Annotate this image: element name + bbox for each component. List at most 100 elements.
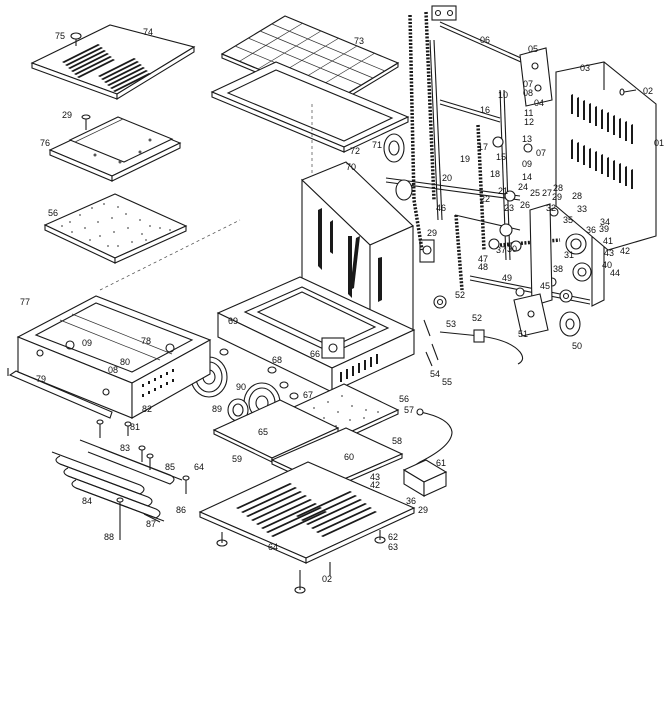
part-label-46: 46 [436,203,446,213]
part-label-50: 50 [572,341,582,351]
part-label-29b: 29 [552,192,562,202]
part-label-51: 51 [518,329,528,339]
part-label-40: 40 [602,260,612,270]
part-label-43b: 43 [370,472,380,482]
small-fittings [219,348,299,400]
insulation-board-56 [43,193,188,264]
heating-element-84 [51,439,183,522]
part-label-08a: 08 [523,88,533,98]
feet-62-63 [216,530,386,594]
part-label-05: 05 [528,44,538,54]
part-label-19: 19 [460,154,470,164]
gear-52 [433,295,447,309]
part-label-03: 03 [580,63,590,73]
part-label-42b: 42 [370,480,380,490]
part-label-62: 62 [388,532,398,542]
part-label-79: 79 [36,374,46,384]
part-label-61: 61 [436,458,446,468]
handle-79 [7,368,113,419]
part-label-23: 23 [504,203,514,213]
part-label-52a: 52 [455,290,465,300]
bracket-05 [519,47,553,107]
part-label-75: 75 [55,31,65,41]
part-label-66: 66 [310,349,320,359]
part-label-37: 37 [496,245,506,255]
part-label-28a: 28 [553,183,563,193]
part-label-55: 55 [442,377,452,387]
part-label-64a: 64 [194,462,204,472]
part-label-17: 17 [478,142,488,152]
part-label-53: 53 [446,319,456,329]
part-label-87: 87 [146,519,156,529]
part-label-14: 14 [522,172,532,182]
part-label-57: 57 [404,405,414,415]
part-label-26: 26 [520,200,530,210]
part-label-58: 58 [392,436,402,446]
part-label-36a: 36 [586,225,596,235]
part-label-11: 11 [524,108,533,118]
part-label-86: 86 [176,505,186,515]
part-label-08b: 08 [108,365,118,375]
power-cord-52 [439,329,524,365]
part-label-44: 44 [610,268,620,278]
pulley-50 [559,311,581,337]
part-label-16: 16 [480,105,490,115]
part-label-49: 49 [502,273,512,283]
part-label-04: 04 [534,98,544,108]
part-label-10: 10 [498,90,508,100]
part-label-65: 65 [258,427,268,437]
screw-75 [70,32,82,46]
part-label-30: 30 [507,244,517,254]
part-label-71: 71 [372,140,382,150]
part-label-15: 15 [496,152,506,162]
part-label-67: 67 [303,390,313,400]
part-label-81: 81 [130,422,140,432]
part-label-56a: 56 [48,208,58,218]
part-label-07b: 07 [536,148,546,158]
part-label-29a: 29 [62,110,72,120]
plate-76 [48,116,182,182]
part-label-22: 22 [480,194,490,204]
part-label-78: 78 [141,336,151,346]
drip-tray-72 [210,61,410,153]
part-label-88: 88 [104,532,114,542]
part-label-27: 27 [542,188,552,198]
knob-89 [227,398,249,422]
bracket-29-housing [419,239,435,263]
part-label-06: 06 [480,35,490,45]
part-label-70: 70 [346,162,356,172]
bottom-panel-64 [198,461,416,564]
part-label-63: 63 [388,542,398,552]
part-label-35: 35 [563,215,573,225]
part-label-02b: 02 [322,574,332,584]
screw-02-top [619,88,637,96]
part-label-82: 82 [142,404,152,414]
part-label-43: 43 [604,248,614,258]
part-label-31: 31 [564,250,574,260]
part-label-42: 42 [620,246,630,256]
base-tray-69 [216,276,416,393]
part-label-89: 89 [212,404,222,414]
part-label-45: 45 [540,281,550,291]
part-label-69: 69 [228,316,238,326]
part-label-39: 39 [599,224,609,234]
part-label-29d: 29 [418,505,428,515]
part-label-21: 21 [498,186,508,196]
element-fasteners [96,419,190,540]
part-label-90: 90 [236,382,246,392]
bracket-51 [513,293,549,337]
part-label-18: 18 [490,169,500,179]
shaft-06 [439,21,531,67]
part-label-84: 84 [82,496,92,506]
part-label-76: 76 [40,138,50,148]
part-label-01: 01 [654,138,664,148]
part-label-64b: 64 [268,542,278,552]
part-label-73: 73 [354,36,364,46]
bolts-53-55 [423,319,439,367]
part-label-07a: 07 [523,79,533,89]
control-box-77 [16,295,212,419]
part-label-33: 33 [577,204,587,214]
part-label-59: 59 [232,454,242,464]
hinge-top [431,5,457,21]
